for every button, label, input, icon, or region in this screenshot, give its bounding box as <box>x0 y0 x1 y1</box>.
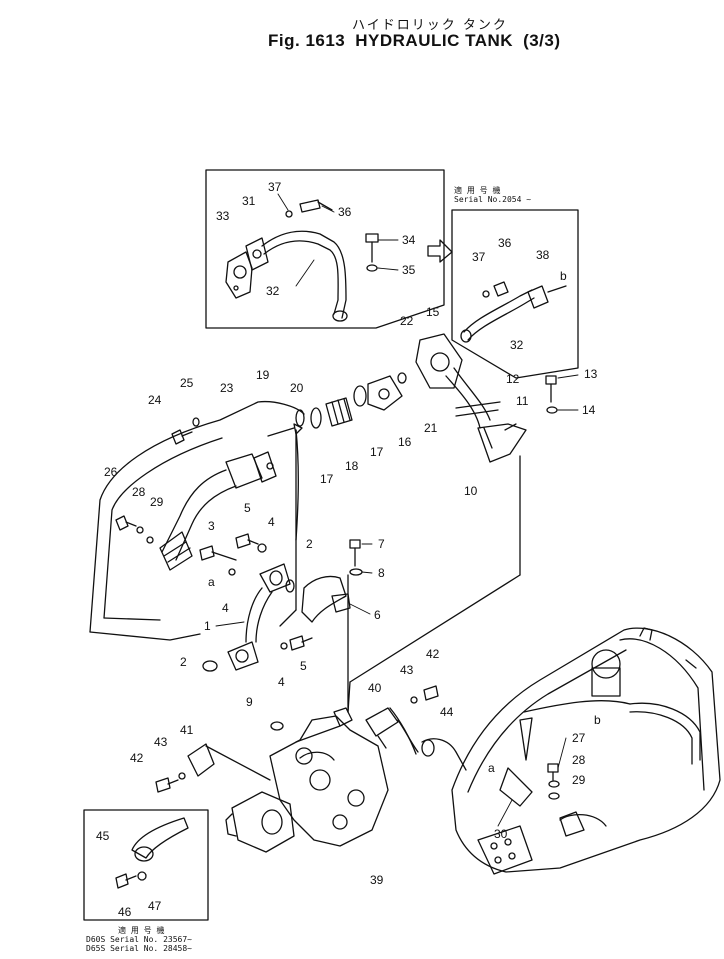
sheet-number: (3/3) <box>523 31 561 50</box>
figure-name: HYDRAULIC TANK <box>355 31 514 50</box>
callout-19: 19 <box>256 368 270 382</box>
callout-32: 32 <box>510 338 524 352</box>
callout-34: 34 <box>402 233 416 247</box>
serial-note-bottom-line1: 適 用 号 機 <box>118 926 165 935</box>
pump-39 <box>225 574 521 853</box>
tube-assembly-1 <box>199 429 313 672</box>
serial-note-top: 適 用 号 機 Serial No.2054 ~ <box>454 186 531 204</box>
callout-a: a <box>208 575 215 589</box>
callout-2: 2 <box>306 537 313 551</box>
callout-23: 23 <box>220 381 234 395</box>
callout-b: b <box>560 269 567 283</box>
callout-5: 5 <box>300 659 307 673</box>
detail-panel-tube-old <box>205 169 445 329</box>
callout-28: 28 <box>572 753 586 767</box>
callout-37: 37 <box>472 250 486 264</box>
hydraulic-tank-right <box>451 627 721 875</box>
callout-14: 14 <box>582 403 596 417</box>
callout-4: 4 <box>268 515 275 529</box>
serial-note-bottom: 適 用 号 機 D60S Serial No. 23567~ D65S Seri… <box>86 926 192 953</box>
callout-36: 36 <box>498 236 512 250</box>
callout-6: 6 <box>374 608 381 622</box>
callout-13: 13 <box>584 367 598 381</box>
serial-note-top-line1: 適 用 号 機 <box>454 186 501 195</box>
callout-15: 15 <box>426 305 440 319</box>
panel-arrow <box>427 239 453 263</box>
bolt-set-26 <box>115 515 154 544</box>
figure-number: Fig. 1613 <box>268 31 346 50</box>
callout-30: 30 <box>494 827 508 841</box>
tube-assembly-10 <box>415 333 558 576</box>
callout-42: 42 <box>426 647 440 661</box>
callout-29: 29 <box>150 495 164 509</box>
callout-4: 4 <box>222 601 229 615</box>
hose-40-44 <box>365 685 467 771</box>
callout-labels: 37 31 36 33 34 35 32 37 36 38 b 32 22 15… <box>96 180 601 919</box>
callout-21: 21 <box>424 421 438 435</box>
callout-31: 31 <box>242 194 256 208</box>
callout-17: 17 <box>370 445 384 459</box>
callout-35: 35 <box>402 263 416 277</box>
callout-24: 24 <box>148 393 162 407</box>
callout-5: 5 <box>244 501 251 515</box>
callout-39: 39 <box>370 873 384 887</box>
callout-10: 10 <box>464 484 478 498</box>
callout-40: 40 <box>368 681 382 695</box>
callout-37: 37 <box>268 180 282 194</box>
callout-11: 11 <box>516 394 529 408</box>
callout-4: 4 <box>278 675 285 689</box>
detail-panel-pipe-45 <box>83 809 209 921</box>
callout-2: 2 <box>180 655 187 669</box>
callout-20: 20 <box>290 381 304 395</box>
callout-46: 46 <box>118 905 132 919</box>
callout-25: 25 <box>180 376 194 390</box>
callout-b: b <box>594 713 601 727</box>
callout-18: 18 <box>345 459 359 473</box>
callout-41: 41 <box>180 723 194 737</box>
callout-12: 12 <box>506 372 520 386</box>
callout-28: 28 <box>132 485 146 499</box>
callout-43: 43 <box>154 735 168 749</box>
callout-17: 17 <box>320 472 334 486</box>
callout-44: 44 <box>440 705 454 719</box>
callout-32: 32 <box>266 284 280 298</box>
callout-3: 3 <box>208 519 215 533</box>
callout-38: 38 <box>536 248 550 262</box>
callout-26: 26 <box>104 465 118 479</box>
serial-note-bottom-line2: D60S Serial No. 23567~ <box>86 935 192 944</box>
callout-47: 47 <box>148 899 162 913</box>
leader-lines <box>215 193 579 827</box>
tank-outline-left <box>89 400 305 641</box>
serial-note-bottom-line3: D65S Serial No. 28458~ <box>86 944 192 953</box>
title-japanese: ハイドロリック タンク <box>352 18 508 33</box>
callout-29: 29 <box>572 773 586 787</box>
elbow-assembly-23 <box>159 417 277 571</box>
callout-9: 9 <box>246 695 253 709</box>
elbow-41 <box>155 743 271 793</box>
callout-43: 43 <box>400 663 414 677</box>
callout-45: 45 <box>96 829 110 843</box>
callout-36: 36 <box>338 205 352 219</box>
callout-27: 27 <box>572 731 586 745</box>
elbow-6 <box>301 539 363 623</box>
figure-title: Fig. 1613 HYDRAULIC TANK (3/3) <box>268 31 571 51</box>
serial-note-top-line2: Serial No.2054 ~ <box>454 195 532 204</box>
detail-panel-tube-new <box>451 209 579 379</box>
callout-22: 22 <box>400 314 414 328</box>
callout-42: 42 <box>130 751 144 765</box>
callout-16: 16 <box>398 435 412 449</box>
strainer-stack <box>267 372 407 437</box>
callout-a: a <box>488 761 495 775</box>
callout-33: 33 <box>216 209 230 223</box>
callout-1: 1 <box>204 619 211 633</box>
callout-7: 7 <box>378 537 385 551</box>
callout-8: 8 <box>378 566 385 580</box>
